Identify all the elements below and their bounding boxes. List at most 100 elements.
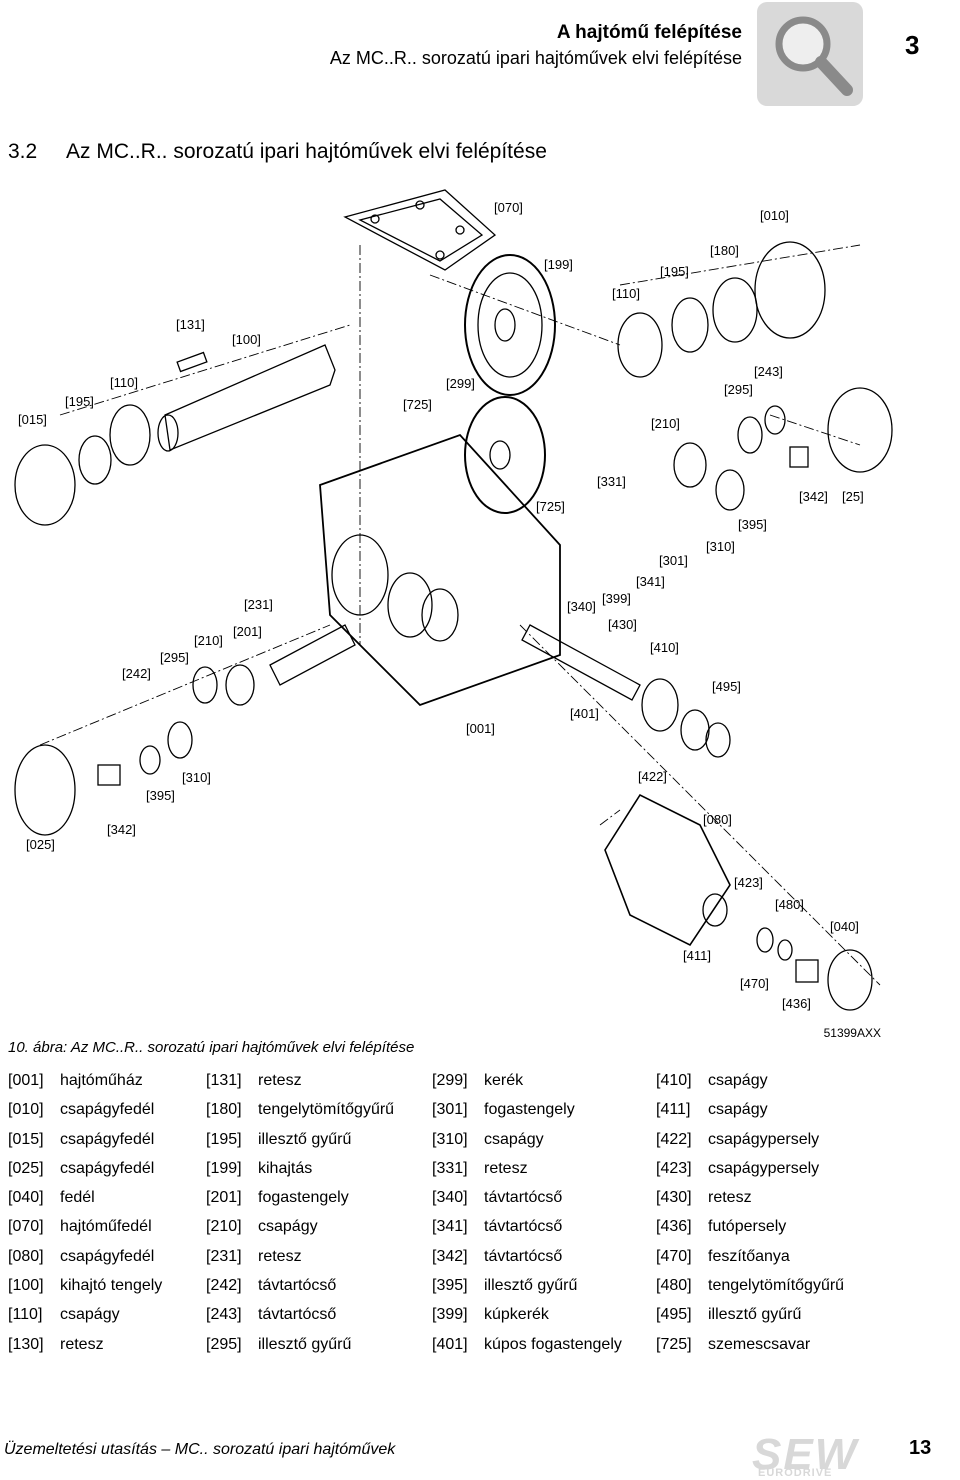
- parts-legend: [001]hajtóműház [131]retesz [299]kerék […: [8, 1072, 953, 1365]
- part-code: [010]: [8, 1101, 44, 1119]
- callout-label: [411]: [683, 948, 711, 963]
- legend-item: [395] illesztő gyűrű: [432, 1277, 577, 1295]
- sew-logo: SEW: [752, 1430, 859, 1479]
- gear-299: [464, 396, 546, 514]
- legend-item: [422]csapágypersely: [656, 1131, 819, 1149]
- bearing-cover-010: [754, 241, 826, 339]
- legend-row: [040]fedél [201] fogastengely [340]távtar…: [8, 1189, 953, 1218]
- part-code: [436]: [656, 1218, 692, 1236]
- part-name: futópersely: [708, 1218, 787, 1236]
- part-name: retesz: [258, 1247, 302, 1265]
- part-name: fogastengely: [258, 1189, 349, 1207]
- bearing-cover-015: [14, 444, 76, 526]
- legend-item: [100]kihajtó tengely: [8, 1277, 162, 1295]
- callout-label: [301]: [659, 553, 688, 568]
- part-name: illesztő gyűrű: [258, 1335, 352, 1353]
- legend-item: [070] hajtóműfedél: [8, 1218, 152, 1236]
- part-code: [310]: [432, 1130, 468, 1148]
- part-code: [299]: [432, 1072, 468, 1089]
- eurodrive-logo-text: EURODRIVE: [758, 1467, 833, 1479]
- legend-item: [210] csapágy: [206, 1218, 318, 1236]
- part-name: csapágypersely: [708, 1130, 820, 1148]
- part-name: kúpos fogastengely: [484, 1335, 622, 1353]
- legend-item: [199] kihajtás: [206, 1160, 312, 1178]
- legend-item: [130]retesz: [8, 1336, 104, 1354]
- callout-label: [422]: [638, 769, 667, 784]
- legend-item: [195]illesztő gyűrű: [206, 1131, 351, 1149]
- part-name: hajtóműfedél: [60, 1218, 152, 1236]
- part-name: illesztő gyűrű: [484, 1277, 578, 1295]
- legend-row: [110]csapágy [243]távtartócső [399]kúpke…: [8, 1306, 953, 1335]
- part-code: [399]: [432, 1306, 468, 1324]
- part-name: csapágy: [258, 1218, 318, 1236]
- part-name: kerék: [484, 1072, 524, 1089]
- legend-item: [470]feszítőanya: [656, 1248, 790, 1266]
- part-code: [411]: [656, 1101, 691, 1119]
- legend-item: [110]csapágy: [8, 1306, 120, 1324]
- part-code: [210]: [206, 1218, 242, 1236]
- section-title: Az MC..R.. sorozatú ipari hajtóművek elv…: [66, 140, 547, 163]
- callout-label: [015]: [18, 412, 47, 427]
- callout-label: [342]: [799, 489, 828, 504]
- callout-label: [295]: [160, 650, 189, 665]
- page-number: 13: [909, 1437, 932, 1459]
- part-code: [195]: [206, 1130, 242, 1148]
- legend-item: [411]csapágy: [656, 1101, 768, 1119]
- chapter-subtitle: Az MC..R.. sorozatú ipari hajtóművek elv…: [329, 48, 742, 68]
- part-name: csapágy: [708, 1072, 768, 1089]
- legend-item: [040]fedél: [8, 1189, 95, 1207]
- callout-label: [480]: [775, 897, 804, 912]
- part-code: [131]: [206, 1072, 242, 1089]
- callout-label: [470]: [740, 976, 769, 991]
- callout-label: [25]: [842, 489, 864, 504]
- legend-item: [010]csapágyfedél: [8, 1101, 154, 1119]
- legend-item: [342]távtartócső: [432, 1248, 562, 1266]
- part-name: fedél: [60, 1189, 95, 1207]
- legend-item: [231]retesz: [206, 1248, 302, 1266]
- legend-row: [015]csapágyfedél [195]illesztő gyűrű [3…: [8, 1131, 953, 1160]
- part-code: [015]: [8, 1130, 44, 1148]
- callout-label: [331]: [597, 474, 626, 489]
- callout-label: [399]: [602, 591, 631, 606]
- part-code: [340]: [432, 1189, 468, 1207]
- callout-label: [100]: [232, 332, 261, 347]
- part-code: [341]: [432, 1218, 468, 1236]
- legend-item: [430]retesz: [656, 1189, 752, 1207]
- part-code: [100]: [8, 1277, 44, 1295]
- legend-item: [401]kúpos fogastengely: [432, 1336, 622, 1354]
- legend-item: [410]csapágy: [656, 1072, 768, 1090]
- part-code: [331]: [432, 1159, 468, 1177]
- part-name: szemescsavar: [708, 1335, 811, 1353]
- part-name: tengelytömítőgyűrű: [708, 1277, 845, 1295]
- part-name: csapágy: [60, 1306, 120, 1324]
- callout-label: [180]: [710, 243, 739, 258]
- callout-label: [495]: [712, 679, 741, 694]
- part-name: kihajtás: [258, 1159, 313, 1177]
- part-code: [201]: [206, 1189, 242, 1207]
- part-name: tengelytömítőgyűrű: [258, 1101, 395, 1119]
- part-name: távtartócső: [258, 1277, 337, 1295]
- legend-item: [340]távtartócső: [432, 1189, 562, 1207]
- callout-label: [310]: [182, 770, 211, 785]
- legend-row: [130]retesz [295]illesztő gyűrű [401]kúp…: [8, 1336, 953, 1365]
- part-name: retesz: [60, 1335, 104, 1353]
- legend-item: [131]retesz: [206, 1072, 302, 1090]
- callout-label: [423]: [734, 875, 763, 890]
- part-code: [070]: [8, 1218, 44, 1236]
- chapter-title: A hajtómű felépítése: [556, 22, 742, 43]
- legend-row: [010]csapágyfedél [180]tengelytömítőgyűr…: [8, 1101, 953, 1130]
- part-code: [080]: [8, 1247, 44, 1265]
- exploded-view-figure: [070] [010] [199] [180] [195] [110] [131…: [0, 185, 960, 1035]
- legend-item: [331]retesz: [432, 1160, 528, 1178]
- part-code: [395]: [432, 1277, 468, 1295]
- legend-item: [301]fogastengely: [432, 1101, 575, 1119]
- legend-row: [025]csapágyfedél [199]kihajtás [331]ret…: [8, 1160, 953, 1189]
- legend-item: [201] fogastengely: [206, 1189, 349, 1207]
- callout-label: [110]: [612, 286, 640, 301]
- part-code: [495]: [656, 1306, 692, 1324]
- part-code: [199]: [206, 1159, 242, 1177]
- part-code: [430]: [656, 1189, 692, 1207]
- callout-label: [410]: [650, 640, 679, 655]
- footer-document-title: Üzemeltetési utasítás – MC.. sorozatú ip…: [4, 1441, 396, 1458]
- legend-item: [341]távtartócső: [432, 1218, 562, 1236]
